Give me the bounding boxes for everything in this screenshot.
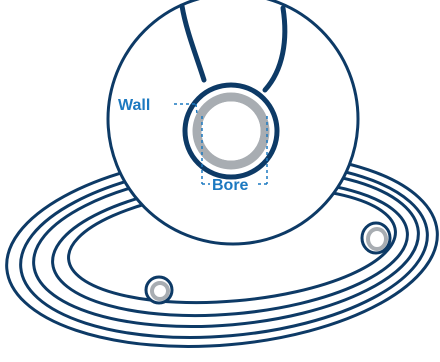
- tube-end-right: [360, 221, 392, 255]
- tube-wall: [192, 92, 270, 170]
- tube-side-left: [179, 3, 207, 83]
- wall-callout: [174, 103, 198, 115]
- tube-cross-section: [182, 82, 280, 180]
- wall-label: Wall: [118, 97, 150, 114]
- tube-end-left: [144, 275, 174, 305]
- bore-label: Bore: [212, 177, 249, 194]
- tube-magnified: [179, 3, 288, 93]
- tube-bore: [201, 101, 261, 161]
- wall-leader-tick: [195, 103, 198, 115]
- bore-callout: [201, 116, 268, 185]
- tube-side-right: [262, 5, 288, 93]
